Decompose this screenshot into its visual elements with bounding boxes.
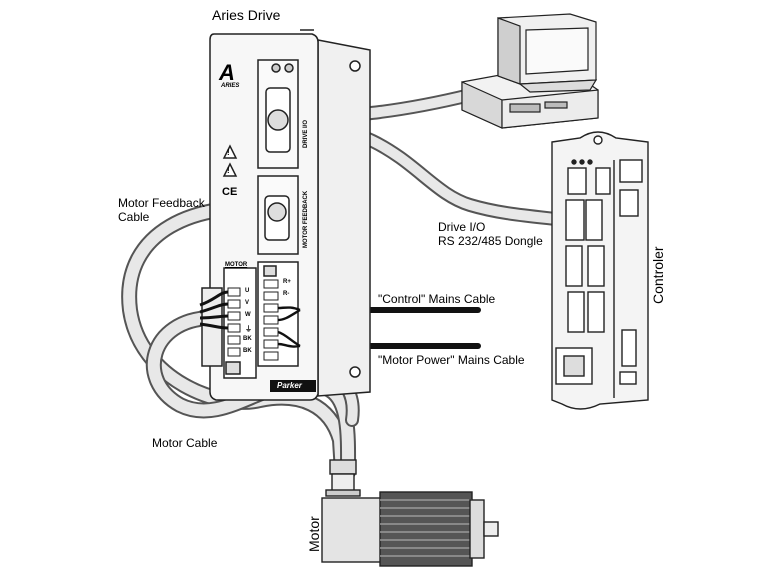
terminal-label-v: V	[245, 300, 249, 306]
motor-terminal-header: MOTOR	[225, 262, 247, 268]
label-drive-io-line2: RS 232/485 Dongle	[438, 234, 543, 248]
ce-mark: CE	[222, 186, 237, 198]
label-motor-power-mains-cable: "Motor Power" Mains Cable	[378, 353, 525, 367]
pc-computer	[462, 14, 598, 128]
parker-logo-text: Parker	[277, 381, 302, 390]
terminal-label-r-minus: R-	[283, 291, 289, 297]
terminal-label-ground: ⏚	[245, 324, 252, 334]
label-motor-cable: Motor Cable	[152, 436, 217, 450]
terminal-label-w: W	[245, 312, 251, 318]
controller-unit	[552, 132, 648, 409]
terminal-label-bk1: BK	[243, 336, 252, 342]
warning-icon: !	[227, 148, 230, 157]
motor-feedback-port-label: MOTOR FEEDBACK	[303, 191, 309, 248]
label-motor-feedback-cable-line2: Cable	[118, 210, 149, 224]
warning-icon-2: !	[227, 166, 230, 175]
servo-motor	[322, 460, 498, 566]
title-aries-drive: Aries Drive	[212, 7, 280, 23]
label-motor-feedback-cable-line1: Motor Feedback	[118, 196, 205, 210]
label-controler: Controler	[650, 246, 666, 304]
terminal-label-r-plus: R+	[283, 279, 291, 285]
drive-io-port-label: DRIVE I/O	[303, 120, 309, 148]
label-control-mains-cable: "Control" Mains Cable	[378, 292, 495, 306]
label-drive-io-line1: Drive I/O	[438, 220, 485, 234]
aries-brand-text: ARIES	[221, 83, 239, 89]
terminal-label-bk2: BK	[243, 348, 252, 354]
label-motor: Motor	[306, 516, 322, 552]
terminal-label-u: U	[245, 288, 249, 294]
power-terminal-slots	[264, 280, 278, 360]
